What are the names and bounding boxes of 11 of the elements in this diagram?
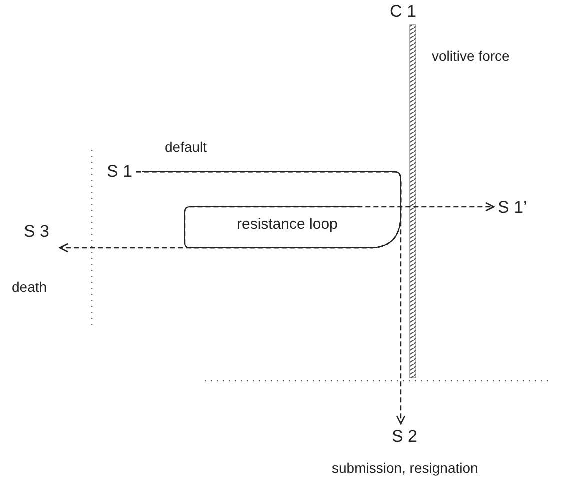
arrow [136, 171, 406, 425]
state-label: S 1 [107, 162, 133, 182]
state-label: S 2 [392, 427, 418, 447]
state-label: C 1 [390, 2, 416, 22]
node-caption: submission, resignation [332, 459, 478, 477]
node-caption: volitive force [432, 47, 510, 65]
loop-label: resistance loop [237, 216, 338, 234]
state-label: S 3 [24, 222, 50, 242]
state-label: S 1’ [498, 198, 528, 218]
node-caption: default [165, 138, 208, 156]
node-caption: death [12, 278, 48, 296]
